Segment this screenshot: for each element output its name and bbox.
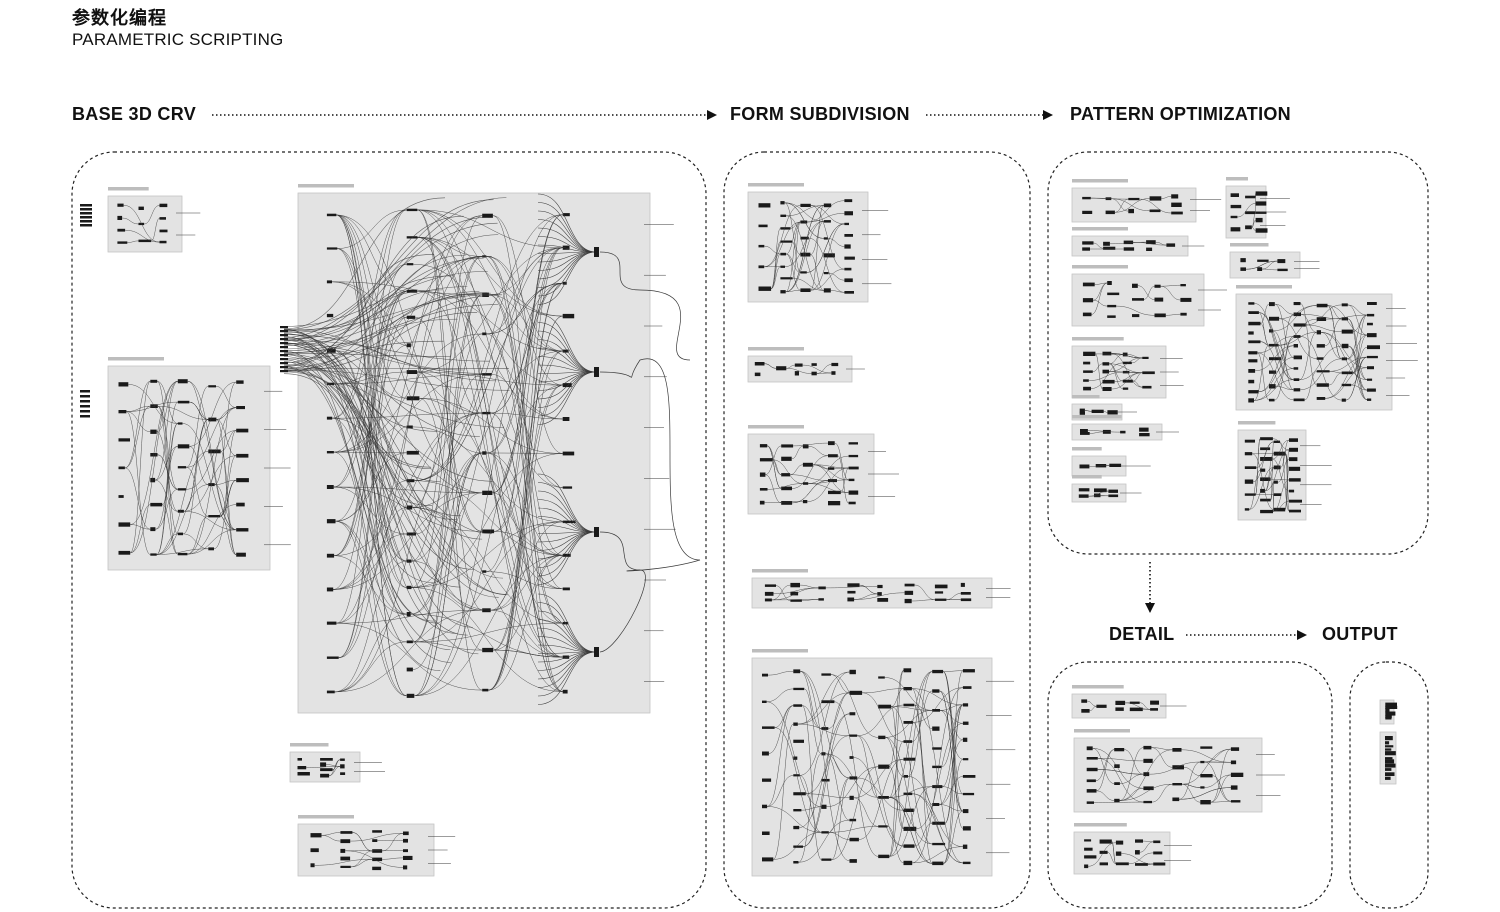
pattern-group-h [1071,475,1142,503]
pattern-group-l [1237,421,1332,521]
stage-label-base-3d-crv: BASE 3D CRV [72,104,197,124]
base-group-b [107,357,291,571]
pattern-group-i [1225,177,1290,239]
script-groups [80,177,1418,877]
pattern-group-j [1229,243,1320,279]
output-group-b [1379,731,1397,785]
output-group-a [1379,699,1398,725]
section-frame-detail [1047,661,1333,909]
stage-label-detail: DETAIL [1109,624,1175,644]
section-frame-output [1349,661,1429,909]
detail-group-c [1073,823,1192,875]
stage-label-form-subdivision: FORM SUBDIVISION [730,104,910,124]
form-group-d [751,569,1011,609]
form-group-b [747,347,865,383]
pattern-group-c [1071,265,1227,327]
base-group-d [297,815,456,877]
form-group-c [747,425,899,515]
pattern-group-g [1071,447,1151,477]
pattern-group-a [1071,179,1222,223]
base-group-a [107,187,201,253]
pattern-group-d [1071,337,1184,399]
stage-label-pattern-optimization: PATTERN OPTIMIZATION [1070,104,1291,124]
section-frame-form-subdivision [723,151,1031,909]
detail-group-b [1073,729,1285,813]
form-group-e [751,649,1016,877]
base-main-input-fan [80,193,701,705]
form-group-a [747,183,892,303]
pattern-group-k [1235,285,1418,411]
base-group-main [297,184,676,714]
page-title-chinese: 参数化编程 [72,8,167,29]
stage-label-output: OUTPUT [1322,624,1398,644]
page-title-english: PARAMETRIC SCRIPTING [72,30,284,49]
base-group-c [289,743,385,783]
section-frame-pattern-optimization [1047,151,1429,555]
pattern-group-f [1071,415,1179,441]
section-frame-base-3d-crv [71,151,707,909]
detail-group-a [1071,685,1187,719]
pattern-group-b [1071,227,1205,257]
